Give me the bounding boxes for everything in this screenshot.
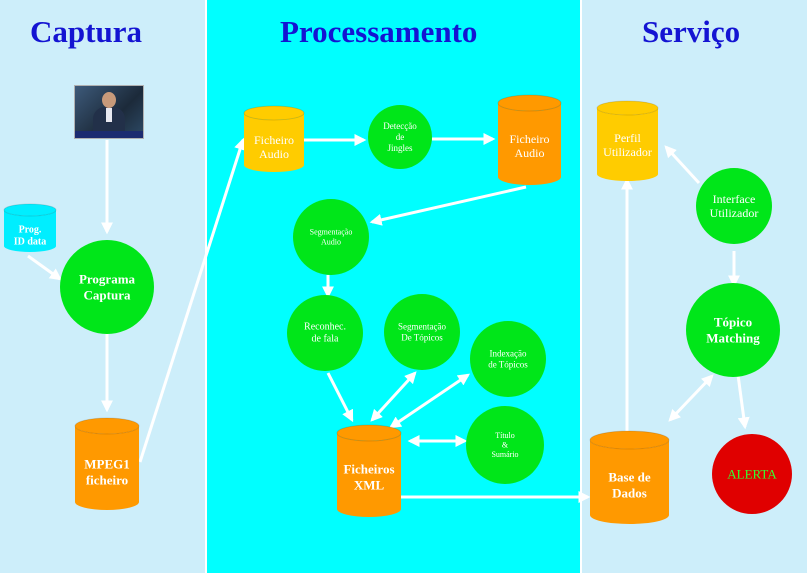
arrow-interface-to-perfil bbox=[664, 145, 701, 185]
arrow-topico-base bbox=[668, 374, 714, 422]
arrow-reconhec-to-xml bbox=[326, 372, 354, 423]
arrow-audio2-to-segaudio bbox=[369, 185, 527, 226]
reconhec-fala-node: Reconhec.de fala bbox=[287, 295, 363, 371]
base-dados-store-label-0: Base de bbox=[608, 470, 650, 485]
arrow-progid-to-programa bbox=[27, 254, 62, 281]
ficheiro-audio-1-store-label-1: Audio bbox=[259, 147, 289, 161]
ficheiros-xml-store-label-1: XML bbox=[354, 477, 385, 492]
titulo-sumario-node-label-2: Sumário bbox=[491, 450, 518, 459]
reconhec-fala-node-label-1: de fala bbox=[312, 334, 339, 345]
arrow-xml-indexacao bbox=[389, 373, 470, 429]
titulo-sumario-node: Título&Sumário bbox=[466, 406, 544, 484]
ficheiros-xml-store-label-0: Ficheiros bbox=[343, 462, 394, 477]
mpeg1-file-store-label-0: MPEG1 bbox=[84, 457, 130, 472]
arrow-xml-segtopicos bbox=[370, 371, 417, 422]
deteccao-jingles-node-label-0: Detecção bbox=[383, 121, 417, 131]
interface-utilizador-node-label-0: Interface bbox=[713, 192, 756, 206]
programa-captura-node-label-0: Programa bbox=[79, 272, 136, 287]
arrow-mpeg1-to-audio1 bbox=[138, 137, 246, 463]
prog-id-data-store: Prog.ID data bbox=[3, 203, 57, 252]
prog-id-data-store-label-0: Prog. bbox=[19, 225, 42, 236]
prog-id-data-store-label-1: ID data bbox=[14, 237, 47, 248]
tv-news-thumbnail-icon bbox=[74, 85, 144, 139]
interface-utilizador-node-label-1: Utilizador bbox=[710, 206, 759, 220]
titulo-sumario-node-label-0: Título bbox=[495, 431, 515, 440]
perfil-utilizador-store-label-0: Perfil bbox=[614, 131, 641, 145]
perfil-utilizador-store-label-1: Utilizador bbox=[603, 145, 652, 159]
segmentacao-topicos-node-label-1: De Tópicos bbox=[401, 332, 443, 342]
arrow-topico-to-alerta bbox=[736, 374, 750, 430]
topico-matching-node-label-0: Tópico bbox=[714, 315, 752, 330]
servico-title: Serviço bbox=[642, 14, 741, 49]
ficheiro-audio-2-store-label-1: Audio bbox=[515, 146, 545, 160]
segmentacao-topicos-node-label-0: Segmentação bbox=[398, 322, 446, 332]
alerta-node-label-0: ALERTA bbox=[727, 467, 777, 482]
captura-title: Captura bbox=[30, 14, 142, 49]
ficheiro-audio-2-store-label-0: Ficheiro bbox=[510, 132, 550, 146]
processamento-title: Processamento bbox=[280, 14, 478, 49]
segmentacao-audio-node-label-0: Segmentação bbox=[310, 228, 353, 237]
deteccao-jingles-node-label-1: de bbox=[396, 132, 405, 142]
topico-matching-node-label-1: Matching bbox=[706, 330, 760, 345]
segmentacao-audio-node-label-1: Audio bbox=[321, 237, 341, 246]
base-dados-store-label-1: Dados bbox=[612, 485, 647, 500]
programa-captura-node-label-1: Captura bbox=[84, 287, 131, 302]
indexacao-topicos-node-label-1: de Tópicos bbox=[488, 359, 528, 369]
indexacao-topicos-node-label-0: Indexação bbox=[490, 349, 527, 359]
alerta-node: ALERTA bbox=[712, 434, 792, 514]
titulo-sumario-node-label-1: & bbox=[502, 441, 509, 450]
mpeg1-file-store-label-1: ficheiro bbox=[86, 472, 128, 487]
ficheiro-audio-1-store-label-0: Ficheiro bbox=[254, 133, 294, 147]
deteccao-jingles-node-label-2: Jingles bbox=[387, 143, 412, 153]
reconhec-fala-node-label-0: Reconhec. bbox=[304, 322, 346, 333]
